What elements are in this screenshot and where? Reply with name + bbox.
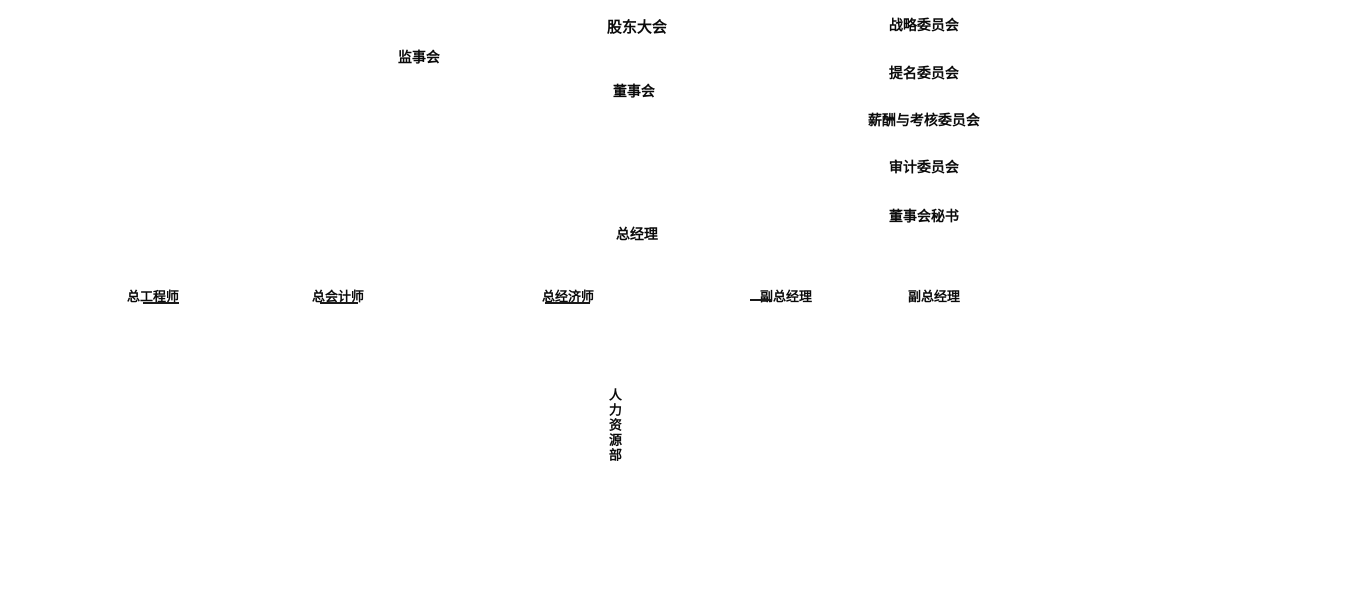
- node-chief-economist: 总经济师: [541, 290, 594, 305]
- connector-line: [143, 302, 179, 304]
- node-nomination-committee: 提名委员会: [889, 66, 959, 82]
- connector-line: [320, 302, 358, 304]
- node-strategy-committee: 战略委员会: [889, 18, 959, 34]
- node-deputy-general-manager-1: 副总经理: [759, 290, 812, 305]
- connector-line: [750, 299, 772, 301]
- node-supervisory-board: 监事会: [398, 50, 440, 66]
- node-human-resources-department: 人力资源部: [606, 387, 621, 463]
- node-audit-committee: 审计委员会: [889, 160, 959, 176]
- node-general-manager: 总经理: [616, 227, 658, 243]
- node-chief-engineer: 总工程师: [126, 290, 179, 305]
- node-deputy-general-manager-2: 副总经理: [907, 290, 960, 305]
- connector-line: [545, 302, 590, 304]
- node-board-of-directors: 董事会: [613, 84, 655, 100]
- node-board-secretary: 董事会秘书: [889, 209, 959, 225]
- node-remuneration-appraisal-committee: 薪酬与考核委员会: [868, 113, 980, 129]
- node-chief-accountant: 总会计师: [311, 290, 364, 305]
- node-shareholders-meeting: 股东大会: [606, 18, 667, 36]
